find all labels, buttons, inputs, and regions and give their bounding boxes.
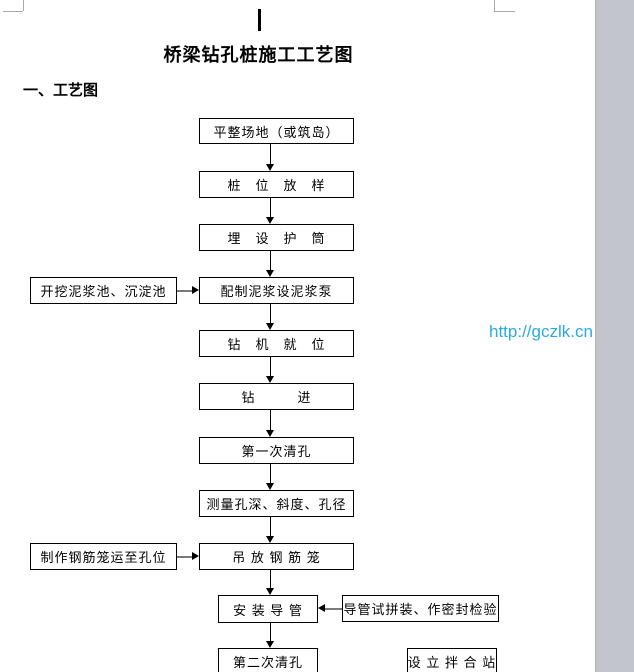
flow-step-measure-hole[interactable]: 测量孔深、斜度、孔径: [199, 490, 354, 517]
arrow-down-1: [266, 144, 275, 171]
arrow-down-3: [266, 251, 275, 277]
side-box-mixing-station[interactable]: 设 立 拌 合 站: [407, 648, 497, 672]
flow-step-rig-position[interactable]: 钻 机 就 位: [199, 330, 354, 357]
flow-step-install-tremie[interactable]: 安 装 导 管: [218, 595, 318, 623]
arrow-down-6: [266, 410, 275, 437]
canvas-scroll-area: [595, 0, 634, 672]
arrow-down-10: [266, 623, 275, 648]
arrow-right-make-cage: [177, 552, 199, 561]
arrow-down-9: [266, 570, 275, 595]
watermark-url: http://gczlk.cn: [489, 322, 593, 341]
section-heading: 一、工艺图: [23, 82, 99, 99]
arrow-down-8: [266, 517, 275, 543]
arrow-down-4: [266, 304, 275, 330]
flow-step-level-site[interactable]: 平整场地（或筑岛）: [199, 118, 354, 144]
margin-mark-top-left-v: [23, 0, 24, 11]
margin-mark-top-right-v: [494, 0, 495, 12]
flow-step-first-clean[interactable]: 第一次清孔: [199, 437, 354, 464]
flow-step-lower-cage[interactable]: 吊 放 钢 筋 笼: [199, 543, 354, 570]
arrow-down-5: [266, 357, 275, 383]
page-title: 桥梁钻孔桩施工工艺图: [163, 45, 354, 65]
arrow-right-slurry-pits: [177, 286, 199, 295]
flow-step-second-clean[interactable]: 第二次清孔: [218, 648, 318, 672]
flow-step-casing[interactable]: 埋 设 护 筒: [199, 224, 354, 251]
margin-mark-top-left-h: [3, 11, 23, 12]
side-box-make-cage[interactable]: 制作钢筋笼运至孔位: [30, 543, 177, 570]
arrow-left-tremie-test: [318, 604, 342, 613]
arrow-down-7: [266, 464, 275, 490]
arrow-down-2: [266, 198, 275, 224]
text-caret: [258, 9, 261, 31]
flow-step-slurry[interactable]: 配制泥浆设泥浆泵: [199, 277, 354, 304]
side-box-tremie-test[interactable]: 导管试拼装、作密封检验: [342, 595, 499, 622]
flow-step-pile-layout[interactable]: 桩 位 放 样: [199, 171, 354, 198]
flow-step-drilling[interactable]: 钻 进: [199, 383, 354, 410]
margin-mark-top-right-h: [494, 11, 515, 12]
side-box-slurry-pits[interactable]: 开挖泥浆池、沉淀池: [30, 277, 177, 304]
